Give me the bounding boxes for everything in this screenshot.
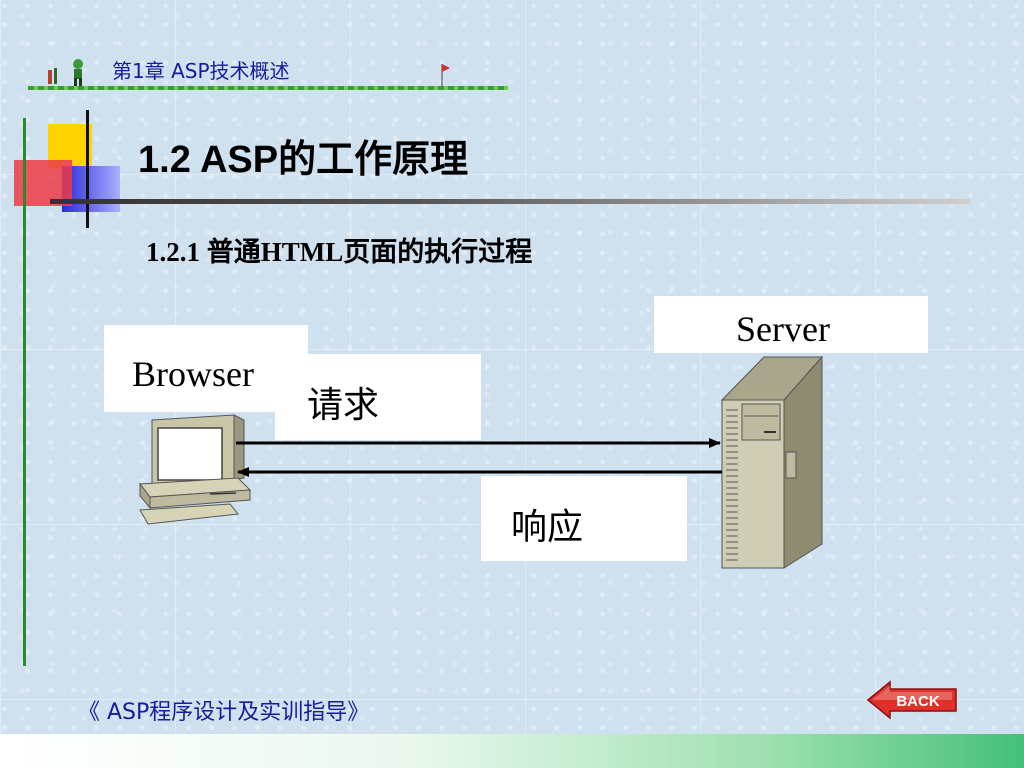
back-label: BACK	[896, 693, 939, 710]
header-divider	[28, 86, 508, 90]
golfer-icon	[48, 59, 83, 86]
request-label: 请求	[307, 385, 380, 425]
server-label: Server	[736, 309, 830, 349]
response-label: 响应	[511, 507, 584, 547]
browser-label-box: Browser	[104, 325, 308, 412]
left-vertical-rule	[23, 118, 26, 666]
back-button[interactable]: BACK	[866, 680, 958, 720]
request-label-box: 请求	[275, 354, 481, 440]
book-title: 《 ASP程序设计及实训指导》	[78, 700, 370, 725]
slide-subtitle: 1.2.1 普通HTML页面的执行过程	[146, 237, 533, 267]
computer-icon	[139, 414, 252, 525]
back-arrow-icon: BACK	[866, 680, 957, 720]
title-underline	[50, 199, 970, 204]
response-label-box: 响应	[481, 476, 687, 561]
server-icon	[720, 355, 824, 569]
chapter-header	[28, 52, 508, 92]
chapter-title: 第1章 ASP技术概述	[112, 59, 290, 83]
flag-icon	[441, 64, 450, 86]
footer-gradient-band	[0, 734, 1024, 768]
browser-label: Browser	[132, 354, 254, 394]
slide-title: 1.2 ASP的工作原理	[138, 139, 469, 181]
server-label-box: Server	[654, 296, 928, 353]
